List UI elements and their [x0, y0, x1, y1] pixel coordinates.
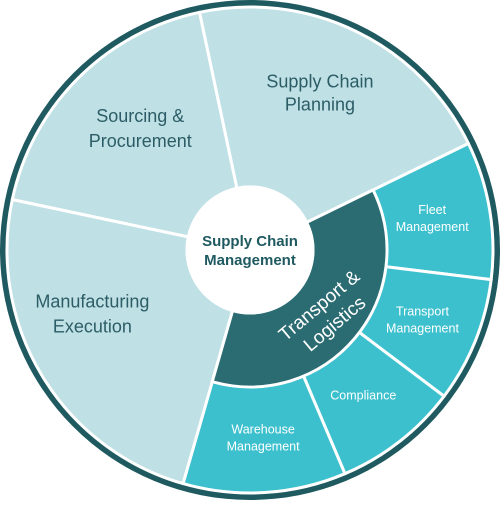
label-compliance: Compliance	[330, 388, 396, 402]
label-sourcing-procurement: Sourcing &Procurement	[89, 106, 192, 151]
center-circle	[185, 185, 315, 315]
